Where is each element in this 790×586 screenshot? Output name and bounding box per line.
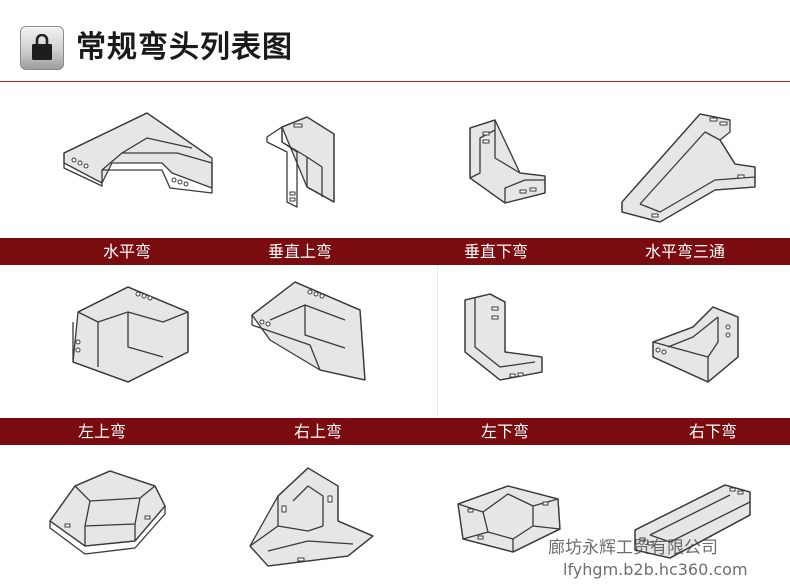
label-vertical-up-elbow: 垂直上弯 bbox=[267, 242, 332, 261]
label-vertical-down-elbow: 垂直下弯 bbox=[463, 242, 528, 261]
label-band-row-1: 水平弯 垂直上弯 垂直下弯 水平弯三通 bbox=[0, 238, 790, 265]
vertical-down-elbow-drawing bbox=[465, 118, 555, 212]
label-right-down-elbow: 右下弯 bbox=[688, 422, 737, 441]
cross-tee-drawing bbox=[45, 466, 180, 565]
title-divider bbox=[0, 81, 790, 82]
horizontal-cross-drawing bbox=[448, 484, 568, 558]
horizontal-tee-drawing bbox=[620, 112, 756, 226]
left-down-elbow-drawing bbox=[460, 292, 545, 386]
label-left-down-elbow: 左下弯 bbox=[480, 422, 529, 441]
label-horizontal-tee: 水平弯三通 bbox=[644, 242, 725, 261]
label-band-row-2: 左上弯 右上弯 左下弯 右下弯 bbox=[0, 418, 790, 445]
shopping-bag-icon bbox=[20, 26, 64, 70]
label-right-up-elbow: 右上弯 bbox=[293, 422, 342, 441]
vertical-tee-drawing bbox=[248, 466, 378, 570]
right-down-elbow-drawing bbox=[648, 302, 743, 391]
vertical-up-elbow-drawing bbox=[262, 112, 342, 216]
left-up-elbow-drawing bbox=[68, 282, 198, 391]
reducer-drawing bbox=[630, 480, 755, 564]
label-left-up-elbow: 左上弯 bbox=[77, 422, 126, 441]
page-header: 常规弯头列表图 bbox=[0, 0, 790, 82]
watermark-company: 廊坊永辉工贸有限公司 bbox=[548, 538, 718, 558]
right-up-elbow-drawing bbox=[250, 280, 375, 394]
watermark-url: lfyhgm.b2b.hc360.com bbox=[563, 560, 748, 579]
label-horizontal-elbow: 水平弯 bbox=[102, 242, 151, 261]
column-divider bbox=[437, 266, 438, 416]
horizontal-elbow-drawing bbox=[62, 108, 222, 207]
page-title: 常规弯头列表图 bbox=[76, 30, 293, 65]
